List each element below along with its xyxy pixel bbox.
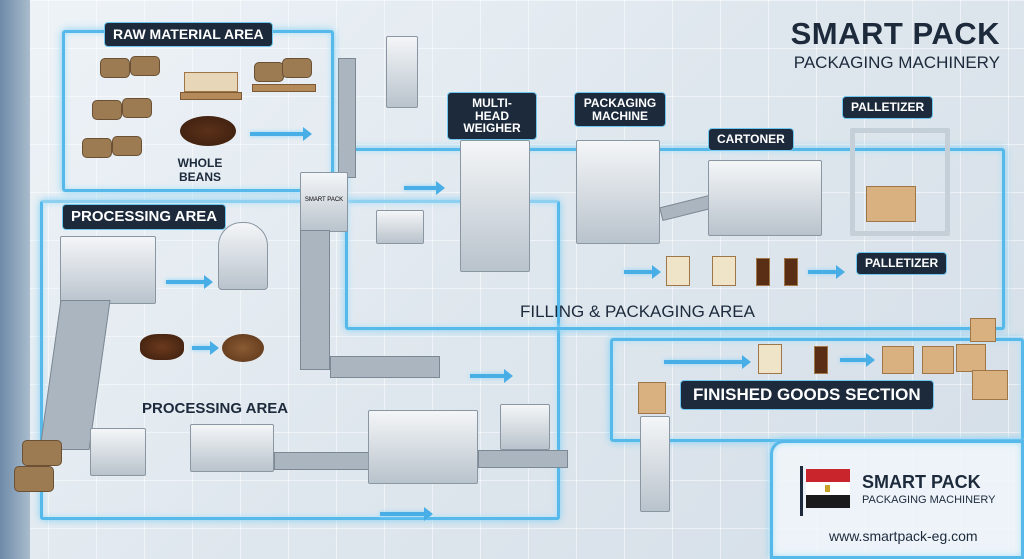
coffee-pouch [758, 344, 782, 374]
coffee-sack [130, 56, 160, 76]
carton-box [638, 382, 666, 414]
pallet [252, 84, 316, 92]
cartoner-machine [708, 160, 822, 236]
filling-packaging-zone [345, 148, 1005, 330]
coffee-sack [92, 100, 122, 120]
carton-box [882, 346, 914, 374]
coffee-sack [122, 98, 152, 118]
filling-station [190, 424, 274, 472]
sorting-machine [90, 428, 146, 476]
flow-arrow [808, 265, 845, 279]
palletizer-label-side: PALLETIZER [856, 252, 948, 275]
packing-table [640, 416, 670, 512]
control-workstation [376, 210, 424, 244]
roaster-machine [60, 236, 156, 304]
processing-area-label-bottom: PROCESSING AREA [142, 400, 289, 417]
carton-box [972, 370, 1008, 400]
control-workstation [386, 36, 418, 108]
bottom-conveyor [274, 452, 374, 470]
grinder-machine [218, 222, 268, 290]
palletizer-label-top: PALLETIZER [842, 96, 934, 119]
footer-brand-title: SMART PACK [862, 472, 981, 492]
flow-arrow [166, 275, 213, 289]
incline-conveyor [338, 58, 356, 178]
roasted-beans [140, 334, 184, 360]
finished-goods-section-label: FINISHED GOODS SECTION [680, 380, 934, 410]
coffee-bottle [814, 346, 828, 374]
brand-header: SMART PACK PACKAGING MACHINERY [770, 16, 1000, 73]
cartoner-label: CARTONER [708, 128, 794, 151]
processing-conveyor [300, 230, 330, 370]
filling-packaging-area-label: FILLING & PACKAGING AREA [520, 302, 755, 321]
carton-box [922, 346, 954, 374]
coffee-sack [82, 138, 112, 158]
pallet-box [184, 72, 238, 92]
processing-area-label-top: PROCESSING AREA [62, 204, 227, 230]
palletizer-frame [850, 128, 950, 236]
coffee-sack [100, 58, 130, 78]
coffee-sack [22, 440, 62, 466]
multi-head-weigher-label: MULTI-HEAD WEIGHER [447, 92, 537, 140]
website-link[interactable]: www.smartpack-eg.com [829, 528, 978, 544]
coffee-bottle [756, 258, 770, 286]
brand-subtitle: PACKAGING MACHINERY [793, 53, 1000, 72]
coffee-pouch [666, 256, 690, 286]
output-conveyor [478, 450, 568, 468]
coffee-pouch [712, 256, 736, 286]
raw-material-area-label: RAW MATERIAL AREA [104, 22, 273, 47]
flow-arrow [664, 355, 751, 369]
flow-arrow [470, 369, 513, 383]
carton-box [956, 344, 986, 372]
whole-beans-label: WHOLE BEANS [177, 156, 223, 184]
whole-beans-pile [180, 116, 236, 146]
coffee-sack [112, 136, 142, 156]
coffee-sack [254, 62, 284, 82]
multi-head-weigher [460, 140, 530, 272]
cartoning-line [368, 410, 478, 484]
vffs-packaging-machine [576, 140, 660, 244]
case-sealer [500, 404, 550, 450]
flow-arrow [380, 507, 433, 521]
coffee-bottle [784, 258, 798, 286]
smart-pack-hopper: SMART PACK [300, 172, 348, 232]
flow-arrow [192, 341, 219, 355]
ground-coffee [222, 334, 264, 362]
egypt-flag-icon [800, 466, 852, 516]
flow-arrow [840, 353, 875, 367]
footer-brand-subtitle: PACKAGING MACHINERY [862, 494, 996, 506]
pallet [180, 92, 242, 100]
flow-arrow [250, 127, 312, 141]
coffee-sack [14, 466, 54, 492]
coffee-sack [282, 58, 312, 78]
flow-arrow [404, 181, 445, 195]
flow-arrow [624, 265, 661, 279]
carton-box [970, 318, 996, 342]
pallet-stack [866, 186, 916, 222]
brand-title: SMART PACK [790, 16, 1000, 51]
packaging-machine-label: PACKAGING MACHINE [574, 92, 666, 128]
processing-conveyor [330, 356, 440, 378]
